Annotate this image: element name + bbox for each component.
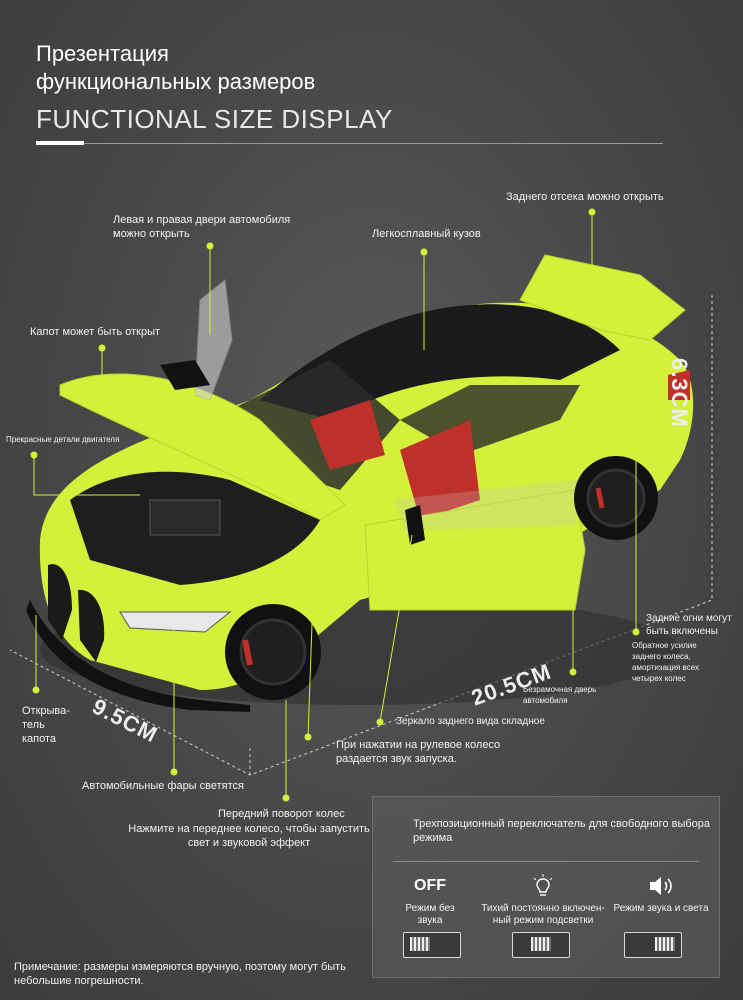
- switch-light[interactable]: [512, 932, 570, 958]
- label-front-steer-title: Передний поворот колес: [218, 808, 345, 820]
- dimension-height: 6.3CM: [667, 358, 692, 428]
- label-hood-opener: Открыва-тель капота: [22, 705, 70, 745]
- label-headlights: Автомобильные фары светятся: [82, 780, 244, 792]
- rear-wheel: [574, 456, 658, 540]
- panel-divider: [393, 861, 699, 862]
- title-divider: [36, 143, 663, 144]
- title-accent-bar: [36, 141, 84, 145]
- label-doors: Левая и правая двери автомобиля можно от…: [113, 214, 291, 240]
- mode-silent: OFF Режим без звука: [405, 877, 455, 927]
- label-trunk: Заднего отсека можно открыть: [506, 191, 664, 203]
- label-steering: При нажатии на рулевое колесо раздается …: [336, 739, 501, 765]
- label-rear-lights: Задние огни могут быть включены: [646, 613, 732, 637]
- mode-sound-light: Режим звука и света: [611, 873, 711, 915]
- label-engine: Прекрасные детали двигателя: [6, 435, 120, 444]
- panel-title: Трехпозиционный переключатель для свобод…: [413, 818, 711, 844]
- off-icon: OFF: [414, 877, 446, 894]
- label-front-steer-desc: Нажмите на переднее колесо, чтобы запуст…: [128, 823, 370, 849]
- label-mirror: Зеркало заднего вида складное: [396, 716, 545, 727]
- label-body: Легкосплавный кузов: [372, 228, 481, 240]
- switch-sound-light[interactable]: [624, 932, 682, 958]
- label-suspension: Обратное усилие заднего колеса, амортиза…: [632, 641, 699, 683]
- switch-silent[interactable]: [403, 932, 461, 958]
- label-frameless-door: Безрамочная дверь автомобиля: [523, 685, 597, 705]
- car-seat: [310, 400, 385, 470]
- car-hood: [59, 373, 346, 521]
- trunk-lid: [519, 254, 686, 341]
- front-wheel: [225, 604, 321, 700]
- footnote: Примечание: размеры измеряются вручную, …: [14, 961, 346, 987]
- page-title-ru: Презентация функциональных размеров: [36, 41, 316, 94]
- car-seat: [400, 420, 480, 520]
- speaker-icon: [650, 877, 672, 895]
- mode-light: Тихий постоянно включен-ный режим подсве…: [477, 873, 609, 927]
- label-hood: Капот может быть открыт: [30, 326, 161, 338]
- page-title-en: FUNCTIONAL SIZE DISPLAY: [36, 104, 393, 134]
- lightbulb-icon: [533, 874, 553, 896]
